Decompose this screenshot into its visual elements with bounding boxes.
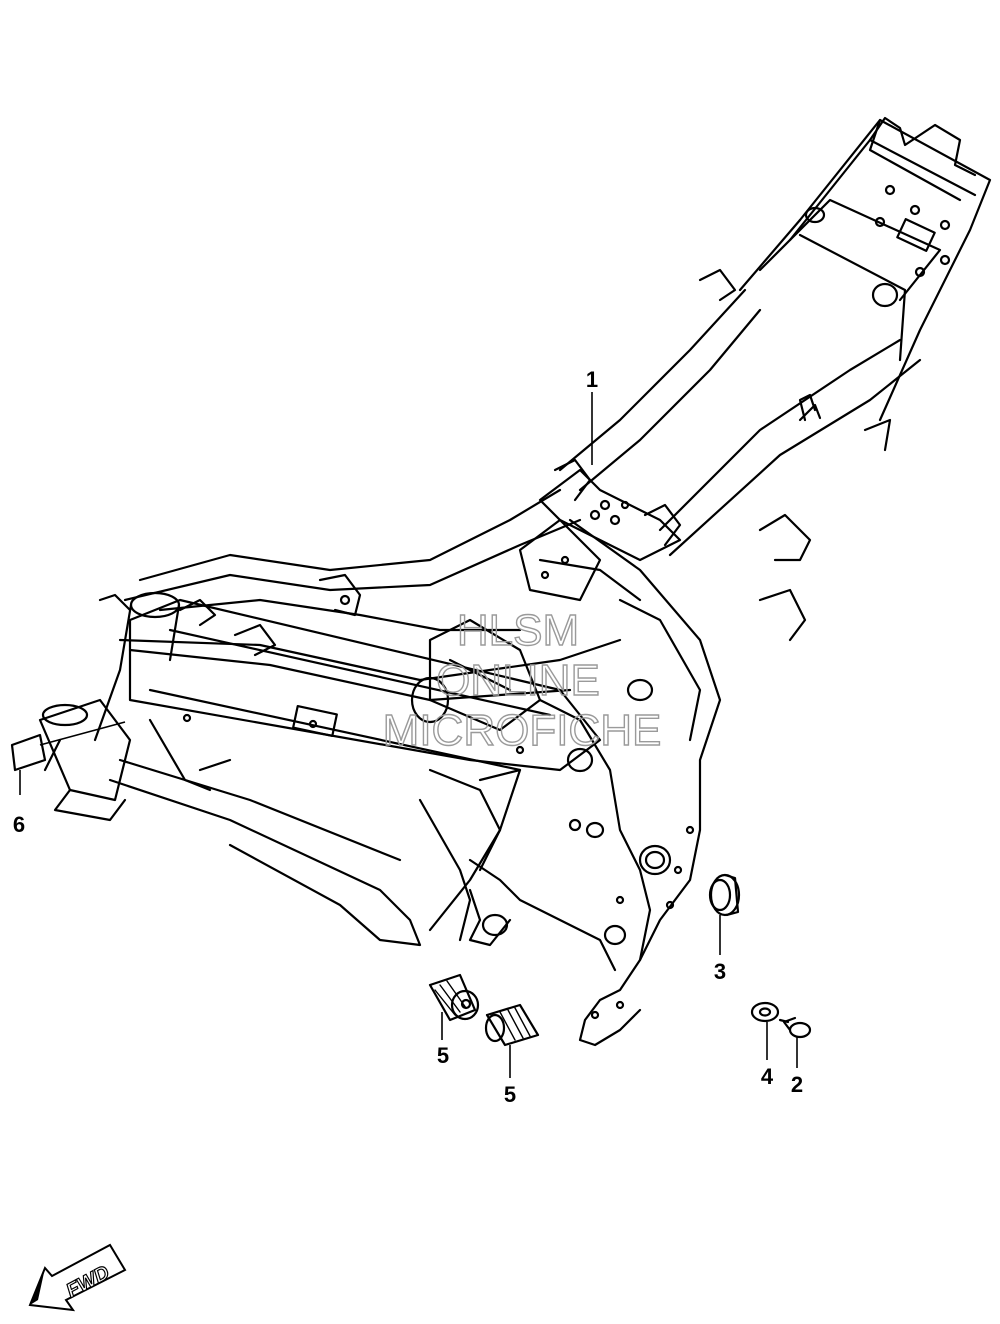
- callout-2: 2: [791, 1072, 803, 1097]
- watermark-line3: MICROFICHE: [383, 706, 662, 755]
- callout-5b: 5: [504, 1082, 516, 1107]
- fwd-arrow-icon: [28, 1243, 127, 1312]
- callout-5a: 5: [437, 1043, 449, 1068]
- main-frame: [38, 116, 992, 1047]
- part-5b-bushing: [484, 1003, 540, 1047]
- part-3-grommet: [708, 873, 741, 917]
- part-5a-bushing: [428, 973, 480, 1022]
- fwd-arrow: FWD: [28, 1243, 127, 1312]
- callout-3: 3: [714, 959, 726, 984]
- part-4-washer: [750, 1001, 780, 1023]
- callouts: 1 2 3 4 5 5 6: [13, 367, 803, 1107]
- leader-lines: [19, 392, 798, 1078]
- watermark: HLSM ONLINE MICROFICHE: [382, 605, 662, 755]
- callout-4: 4: [761, 1064, 774, 1089]
- callout-1: 1: [586, 367, 598, 392]
- part-2-bolt: [778, 1016, 812, 1039]
- part-6-cap: [10, 733, 47, 772]
- callout-6: 6: [13, 812, 25, 837]
- watermark-line1: HLSM: [457, 606, 579, 655]
- watermark-line2: ONLINE: [436, 656, 600, 705]
